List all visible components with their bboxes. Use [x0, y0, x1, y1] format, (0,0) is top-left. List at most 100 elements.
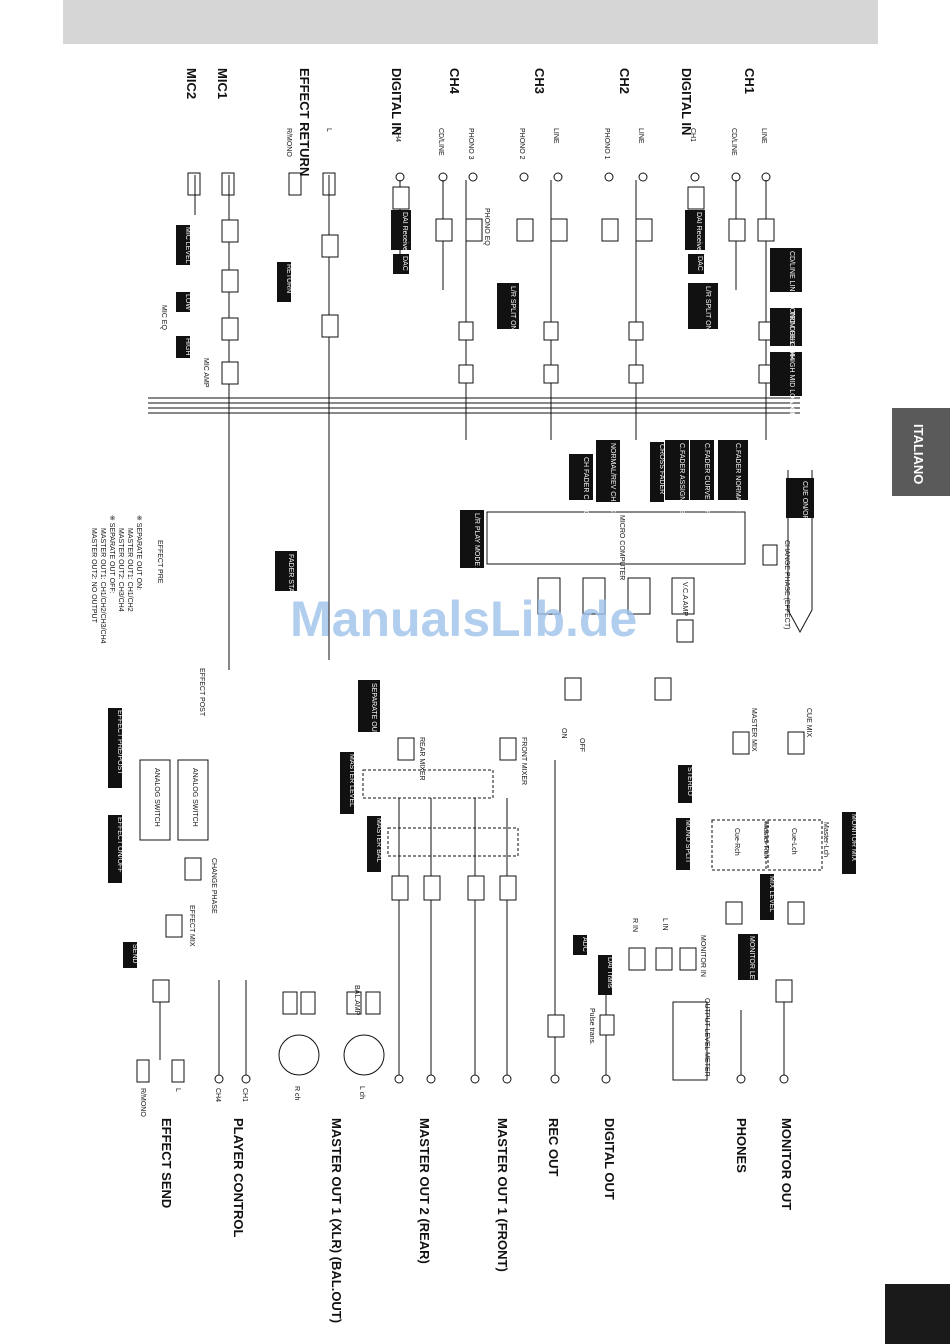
block-dai-receiver-1: DAI Receiver: [695, 212, 702, 254]
label-front-mixer: FRONT MIXER: [520, 737, 527, 785]
label-on: ON: [560, 728, 567, 739]
page-number-box: [885, 1284, 950, 1344]
block-cue-onoff: CUE ON/OFF: [801, 481, 808, 524]
watermark: ManualsLib.de: [290, 591, 637, 647]
label-ch1: CH1: [742, 68, 757, 94]
label-effect-pre: EFFECT PRE: [156, 540, 163, 584]
block-master-level: MASTER LEVEL: [348, 754, 355, 807]
label-cue-rch: Cue-Rch: [733, 828, 740, 856]
label-analog-switch-1: ANALOG SWITCH: [153, 768, 160, 827]
jack-line-2: LINE: [637, 128, 644, 144]
block-eq: HIGH MID LOW CH1-CH4: [788, 355, 795, 438]
label-master-xlr: MASTER OUT 1 (XLR) (BAL.OUT): [329, 1118, 344, 1323]
label-output-level-meter: OUTPUT LEVEL METER: [703, 998, 710, 1077]
block-ch-fader: CH FADER CH1-CH4: [582, 457, 589, 525]
label-effect-post: EFFECT POST: [198, 668, 205, 717]
block-dac-2: DAC: [401, 256, 408, 271]
label-micro-computer: MICRO COMPUTER: [618, 515, 625, 580]
jack-line-1: LINE: [760, 128, 767, 144]
jack-phono-1: PHONO 1: [603, 128, 610, 160]
block-mic-level: MIC LEVEL: [184, 227, 191, 264]
label-l-in: L IN: [661, 918, 668, 931]
note-line5: MASTER OUT1: CH1/CH2/CH3/CH4: [99, 528, 106, 644]
block-c-fader-assign: C.FADER ASSIGN A/B: [678, 443, 685, 515]
label-analog-switch-2: ANALOG SWITCH: [191, 768, 198, 827]
label-master-mix: MASTER MIX: [750, 708, 757, 752]
block-dai-trans: DAI Trans: [606, 957, 613, 989]
jack-out-l: L: [174, 1088, 181, 1092]
block-low: LOW: [184, 294, 191, 310]
label-master-out1: MASTER OUT 1 (FRONT): [495, 1118, 510, 1272]
jack-phono-2: PHONO 2: [518, 128, 525, 160]
label-phono-eq: PHONO EQ: [483, 208, 490, 246]
label-mic2: MIC2: [184, 68, 199, 99]
label-r-in: R IN: [631, 918, 638, 932]
block-master-bal: MASTER BAL: [375, 818, 382, 862]
label-vca-amp: V.C.A AMP: [681, 582, 688, 616]
label-cue-mix: CUE MIX: [805, 708, 812, 738]
label-ch3: CH3: [532, 68, 547, 94]
block-normal-rev: NORMAL/REV CH1-CH4: [609, 443, 616, 522]
label-mic-amp: MIC AMP: [202, 358, 209, 388]
label-digital-out: DIGITAL OUT: [602, 1118, 617, 1200]
block-monitor-mix: MONITOR MIX: [850, 814, 857, 862]
block-c-fader-normal-rev: C.FADER NORMAL/REV: [734, 443, 741, 522]
jack-line-3: LINE: [552, 128, 559, 144]
language-tab-label: ITALIANO: [911, 424, 926, 484]
note-line4: ※ SEPARATE OUT OFF:: [108, 515, 115, 594]
header-bar: [63, 0, 878, 44]
note-line6: MASTER OUT2: NO OUTPUT: [90, 528, 97, 624]
block-lr-split-1: L/R SPLIT ON/OFF: [704, 286, 711, 347]
block-trim: TRIM CH1-CH4: [788, 311, 795, 360]
block-cross-fader: CROSS FADER: [658, 444, 665, 494]
jack-phono-3: PHONO 3: [467, 128, 474, 160]
jack-effect-l: L: [325, 128, 332, 132]
label-player-control: PLAYER CONTROL: [231, 1118, 246, 1237]
jack-out-ch4: CH4: [214, 1088, 221, 1102]
block-effect-on-off: EFFECT ON/OFF: [116, 817, 123, 872]
block-dai-receiver-2: DAI Receiver: [401, 212, 408, 254]
jack-ch4-digital: CH4: [394, 128, 401, 142]
jack-cdline-4: CD/LINE: [437, 128, 444, 156]
jack-out-lch: L ch: [358, 1086, 365, 1099]
label-pulse-trans: Pulse trans.: [588, 1008, 595, 1045]
label-master-rch: Master-Rch: [762, 822, 769, 858]
jack-effect-rmono: R/MONO: [285, 128, 292, 157]
block-adc: ADC: [581, 937, 588, 952]
block-high: HIGH: [184, 338, 191, 356]
jack-ch1-digital: CH1: [689, 128, 696, 142]
block-mono-split: MONO SPLIT: [684, 820, 691, 864]
label-bal-amp: BAL.AMP: [353, 985, 360, 1016]
label-digital-in-top: DIGITAL IN: [679, 68, 694, 135]
label-effect-return: EFFECT RETURN: [297, 68, 312, 176]
note-line1: ※ SEPARATE OUT ON:: [135, 515, 142, 590]
jack-cdline-1: CD/LINE: [730, 128, 737, 156]
note-line2: MASTER OUT1: CH1/CH2: [126, 528, 133, 612]
block-c-fader-curve: C.FADER CURVE TYPE: [703, 443, 710, 520]
label-effect-send: EFFECT SEND: [159, 1118, 174, 1208]
label-change-phase-effect: CHANGE PHASE (EFFECT): [783, 540, 790, 629]
label-rec-out: REC OUT: [546, 1118, 561, 1177]
label-ch2: CH2: [617, 68, 632, 94]
label-ch4: CH4: [447, 68, 462, 95]
label-monitor-in: MONITOR IN: [699, 935, 706, 977]
block-return: RETURN: [285, 264, 292, 293]
label-change-phase: CHANGE PHASE: [210, 858, 217, 914]
block-lr-split-3: L/R SPLIT ON/OFF: [509, 286, 516, 347]
jack-out-rmono: R/MONO: [139, 1088, 146, 1117]
label-mic1: MIC1: [215, 68, 230, 99]
block-dac-1: DAC: [696, 256, 703, 271]
label-phones: PHONES: [734, 1118, 749, 1173]
label-master-lch: Master-Lch: [822, 822, 829, 857]
block-separate-out: SEPARATE OUT ON/OFF: [370, 683, 377, 764]
label-cue-lch: Cue-Lch: [790, 828, 797, 855]
jack-out-rch: R ch: [293, 1086, 300, 1101]
label-master-out2: MASTER OUT 2 (REAR): [417, 1118, 432, 1264]
label-off: OFF: [578, 738, 585, 752]
block-fader-start: FADER START CH1-CH4: [287, 554, 294, 634]
block-effect-pre-post: EFFECT PRE/POST: [116, 710, 123, 775]
block-mix-level: MIX LEVEL: [768, 876, 775, 912]
block-monitor-level: MONITOR LEVEL: [748, 936, 755, 993]
label-digital-in-bottom: DIGITAL IN: [389, 68, 404, 135]
